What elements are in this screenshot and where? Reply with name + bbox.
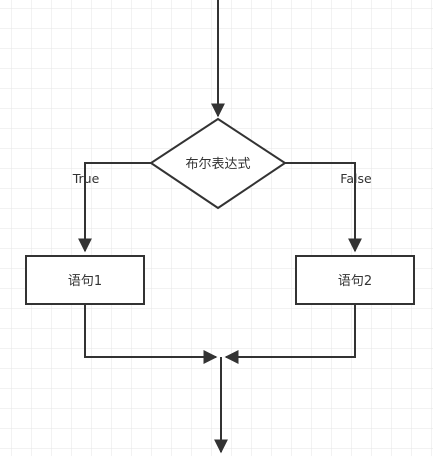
- true-branch-label: True: [72, 171, 100, 186]
- statement-box-1: [25, 255, 145, 305]
- merge-arrow-right: [224, 304, 356, 364]
- statement-label-1: 语句1: [68, 274, 102, 289]
- true-branch-arrow: [78, 162, 151, 253]
- false-branch-arrow: [285, 162, 362, 253]
- statement-label-2: 语句2: [338, 274, 372, 289]
- merge-arrow-left: [84, 304, 218, 364]
- decision-label: 布尔表达式: [185, 157, 250, 172]
- decision-diamond: [149, 117, 287, 210]
- false-branch-label: False: [340, 171, 372, 186]
